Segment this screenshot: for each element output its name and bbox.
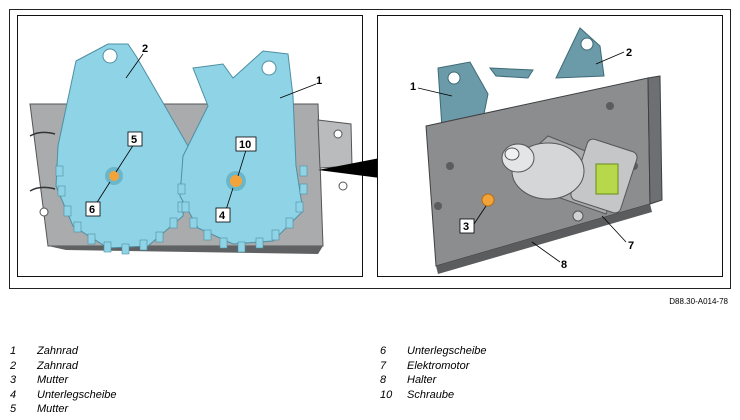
callout-right-2: 2 (626, 47, 632, 59)
screw-10 (230, 175, 242, 187)
nut-3 (481, 193, 495, 207)
callout-left-6: 6 (89, 204, 95, 216)
callout-left-4: 4 (219, 210, 226, 222)
callout-right-7: 7 (628, 240, 634, 252)
callout-left-6-box: 6 (85, 201, 101, 217)
bracket-bottom-edge (48, 246, 323, 254)
zoom-wedge (318, 158, 380, 178)
callout-right-1: 1 (410, 81, 416, 93)
callout-right-3-box: 3 (459, 218, 475, 234)
gear-right (177, 50, 308, 253)
callout-left-5-box: 5 (127, 131, 143, 147)
callout-left-1: 1 (316, 75, 322, 87)
motor-connector (595, 163, 619, 195)
callout-left-10: 10 (239, 139, 251, 151)
left-view-panel: 1 2 5 6 10 4 (17, 15, 363, 277)
callout-left-2: 2 (142, 43, 148, 55)
holder-bottom (436, 204, 652, 274)
gear-left-hole (102, 48, 118, 64)
callout-left-4-box: 4 (215, 207, 231, 223)
bracket-hole (333, 129, 343, 139)
gear-tab-1-arm (488, 67, 534, 79)
gear-tab-2 (555, 27, 605, 79)
callout-left-5: 5 (131, 134, 137, 146)
bracket-hole (338, 181, 348, 191)
callout-left-10-box: 10 (235, 136, 257, 152)
nut-5 (109, 171, 119, 181)
right-view-panel: 1 2 3 7 8 (377, 15, 723, 277)
callout-right-8: 8 (561, 259, 567, 271)
electric-motor (501, 135, 638, 222)
holder-side (647, 75, 663, 205)
callout-right-3: 3 (463, 221, 469, 233)
bracket-hole (39, 207, 49, 217)
cable (29, 186, 56, 192)
cable (29, 131, 56, 137)
gear-left (55, 43, 190, 255)
motor-illustration: 1 2 3 7 8 (410, 27, 663, 274)
gear-right-hole (261, 60, 277, 76)
figure-reference-code: D88.30-A014-78 (669, 297, 728, 306)
gears-illustration: 1 2 5 6 10 4 (29, 43, 353, 255)
